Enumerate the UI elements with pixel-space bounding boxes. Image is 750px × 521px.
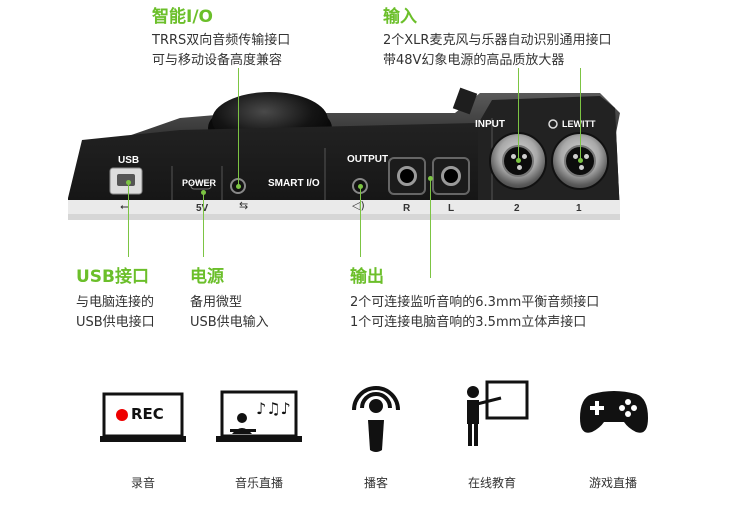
annotation-power: 电源 备用微型 USB供电输入 xyxy=(190,262,269,333)
rec-text: REC xyxy=(131,405,164,423)
use-case-label-music-live: 音乐直播 xyxy=(234,476,283,490)
usb-line1: 与电脑连接的 xyxy=(76,295,155,310)
output-jack-r xyxy=(388,157,426,195)
label-power: POWER xyxy=(182,178,217,188)
label-power-5v: 5V xyxy=(196,203,208,214)
usb-symbol-icon: ⭠ xyxy=(120,200,129,213)
label-out-r: R xyxy=(403,203,411,214)
smart-io-line1: TRRS双向音频传输接口 xyxy=(152,33,291,48)
music-live-icon: ♪♫♪ xyxy=(216,390,302,442)
input-line1: 2个XLR麦克风与乐器自动识别通用接口 xyxy=(383,33,612,48)
use-case-label-recording: 录音 xyxy=(130,476,155,490)
power-title: 电源 xyxy=(190,267,224,287)
output-line2: 1个可连接电脑音响的3.5mm立体声接口 xyxy=(350,315,587,330)
input-title: 输入 xyxy=(383,7,417,27)
usb-line2: USB供电接口 xyxy=(76,315,155,330)
input-leader-2 xyxy=(518,68,519,160)
power-line1: 备用微型 xyxy=(190,295,243,310)
label-out-l: L xyxy=(448,203,455,214)
annotation-input: 输入 2个XLR麦克风与乐器自动识别通用接口 带48V幻象电源的高品质放大器 xyxy=(383,2,611,71)
output-jack-l xyxy=(432,157,470,195)
annotation-usb: USB接口 与电脑连接的 USB供电接口 xyxy=(76,262,155,333)
use-case-label-podcast: 播客 xyxy=(363,476,388,490)
smart-io-dot xyxy=(236,184,241,189)
audio-interface-device xyxy=(68,87,620,220)
smart-io-leader xyxy=(238,68,239,186)
label-input: INPUT xyxy=(475,119,505,130)
smart-io-line2: 可与移动设备高度兼容 xyxy=(152,53,283,68)
input-line2: 带48V幻象电源的高品质放大器 xyxy=(383,53,565,68)
output-line1: 2个可连接监听音响的6.3mm平衡音频接口 xyxy=(350,295,600,310)
teacher-board-icon xyxy=(467,380,529,446)
usb-leader xyxy=(128,182,129,257)
power-leader xyxy=(203,192,204,257)
use-case-label-education: 在线教育 xyxy=(467,476,516,490)
smart-io-title: 智能I/O xyxy=(152,7,213,27)
usb-title: USB接口 xyxy=(76,267,150,287)
label-in-1: 1 xyxy=(576,203,582,214)
annotation-smart-io: 智能I/O TRRS双向音频传输接口 可与移动设备高度兼容 xyxy=(152,2,290,71)
device-brand: LEWITT xyxy=(562,119,596,129)
bidirectional-arrows-icon: ⇆ xyxy=(239,199,249,212)
podcast-icon xyxy=(352,386,400,452)
rec-screen-icon xyxy=(100,392,186,442)
input-dot-1 xyxy=(578,158,583,163)
svg-text:♪♫♪: ♪♫♪ xyxy=(256,399,291,418)
output-title: 输出 xyxy=(350,267,384,287)
label-smart-io: SMART I/O xyxy=(268,178,320,189)
annotation-output: 输出 2个可连接监听音响的6.3mm平衡音频接口 1个可连接电脑音响的3.5mm… xyxy=(350,262,599,333)
input-leader-1 xyxy=(580,68,581,160)
output-leader-63 xyxy=(430,178,431,278)
output-leader-35 xyxy=(360,186,361,257)
label-usb: USB xyxy=(118,155,140,166)
speaker-icon: ◁) xyxy=(352,199,365,212)
label-in-2: 2 xyxy=(514,203,520,214)
power-line2: USB供电输入 xyxy=(190,315,269,330)
input-dot-2 xyxy=(516,158,521,163)
use-case-label-gaming: 游戏直播 xyxy=(588,476,637,490)
gamepad-icon xyxy=(580,391,648,433)
label-output: OUTPUT xyxy=(347,154,389,165)
